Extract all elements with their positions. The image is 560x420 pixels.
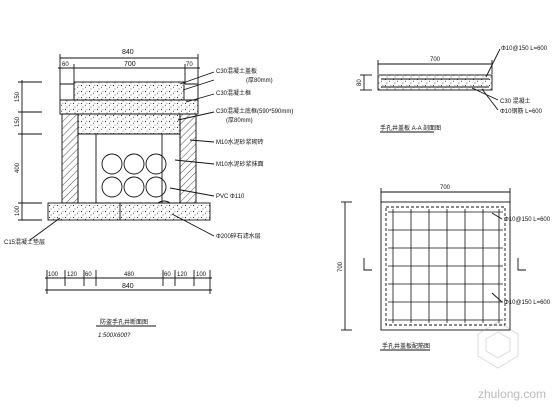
label-c15: C15混凝土垫层 xyxy=(4,238,45,246)
dim-bottom-4: 480 xyxy=(124,272,135,278)
dim-bottom-3: 60 xyxy=(85,272,92,278)
dim-bottom-total: 840 xyxy=(122,283,134,290)
cover-plan-rebar-top: Φ10@150 L=600 xyxy=(504,217,551,223)
label-c30-rim: C30混凝土底框(590*590mm) xyxy=(216,107,293,115)
dim-inner-width: 700 xyxy=(124,61,136,68)
dim-right-edge: 70 xyxy=(186,62,193,68)
cover-section-concrete: C30 混凝土 xyxy=(500,97,531,105)
dim-bottom-5: 60 xyxy=(164,272,171,278)
cover-section-rebar-top: Φ10@150 L=600 xyxy=(501,46,548,52)
section-view xyxy=(18,54,215,327)
cover-section xyxy=(360,48,501,133)
dim-left-2: 150 xyxy=(15,116,21,127)
cover-section-width: 700 xyxy=(430,57,441,63)
dim-bottom-2: 120 xyxy=(67,272,78,278)
dim-bottom-7: 100 xyxy=(196,272,207,278)
cover-plan xyxy=(341,188,526,351)
cover-plan-title: 手孔井盖板配筋图 xyxy=(382,342,430,350)
watermark-text: zhulong.com xyxy=(478,387,546,401)
watermark-logo xyxy=(477,321,519,369)
dim-left-4: 100 xyxy=(15,205,21,216)
label-c30-cover: C30混凝土盖板 xyxy=(216,67,257,75)
dim-bottom-1: 100 xyxy=(48,272,59,278)
label-steel: (厚80mm) xyxy=(246,77,273,84)
section-view-scale: 1:500X600? xyxy=(98,333,131,339)
cover-section-rebar-bottom: Φ10钢筋 L=600 xyxy=(500,107,543,115)
label-m10-wall: M10水泥砂浆砌砖 xyxy=(216,138,264,146)
dim-overall-top: 840 xyxy=(122,49,134,56)
label-gravel: Φ200碎石滤水层 xyxy=(216,232,261,240)
dim-left-1: 150 xyxy=(15,91,21,102)
dim-left-edge: 60 xyxy=(62,62,69,68)
cover-plan-width: 700 xyxy=(440,185,451,191)
cover-section-height: 80 xyxy=(357,79,363,86)
dim-bottom-6: 120 xyxy=(177,272,188,278)
cover-section-title: 手孔井盖板 A-A 剖面图 xyxy=(380,124,441,132)
label-c30-frame: C30混凝土框 xyxy=(216,89,251,97)
cover-plan-height: 700 xyxy=(338,261,344,272)
dim-left-3: 400 xyxy=(15,162,21,173)
cover-plan-rebar-bottom: Φ10@150 L=600 xyxy=(504,300,551,306)
section-view-title: 防盗手孔井断面图 xyxy=(100,318,148,326)
label-pvc: PVC Φ110 xyxy=(216,194,245,200)
label-m10-plaster: M10水泥砂浆抹面 xyxy=(216,160,264,168)
label-rim-thick: (厚80mm) xyxy=(226,117,253,124)
